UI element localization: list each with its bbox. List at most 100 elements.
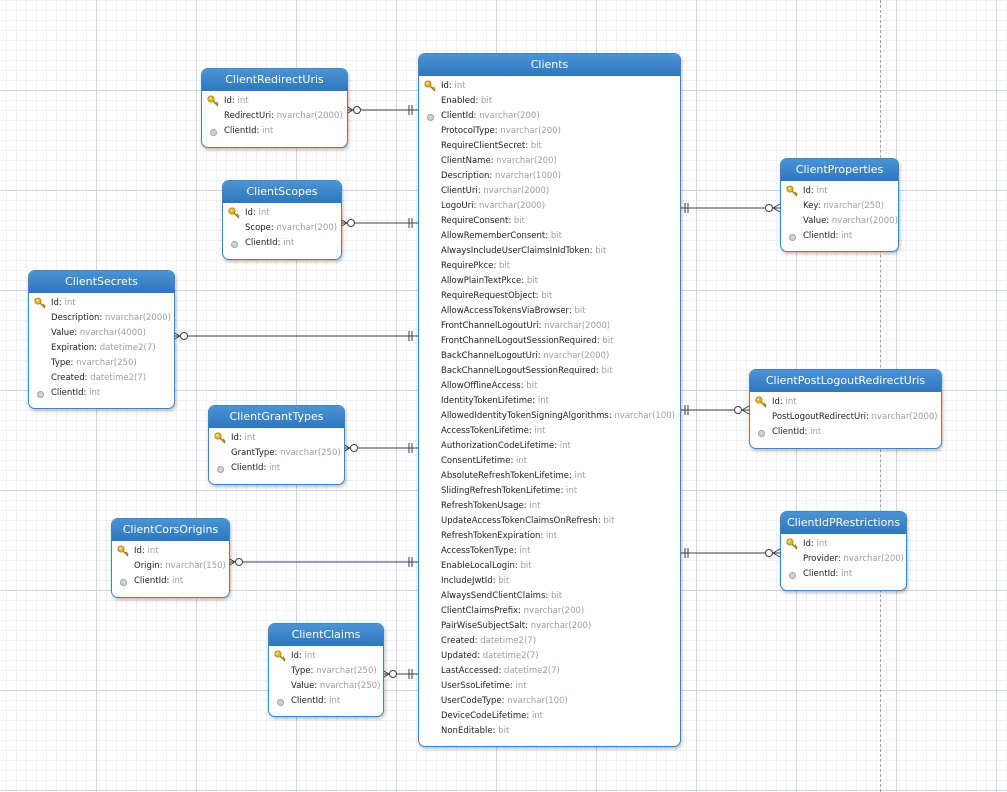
column-row[interactable]: GrantType: nvarchar(250) xyxy=(209,446,344,461)
column-row[interactable]: Scope: nvarchar(200) xyxy=(223,221,341,236)
column-row[interactable]: Id: int xyxy=(781,537,906,552)
column-row[interactable]: RedirectUri: nvarchar(2000) xyxy=(202,109,347,124)
table-title[interactable]: ClientCorsOrigins xyxy=(112,519,229,541)
column-row[interactable]: AccessTokenType: int xyxy=(419,544,680,559)
column-row[interactable]: ClientUri: nvarchar(2000) xyxy=(419,184,680,199)
column-row[interactable]: ClientId: int xyxy=(202,124,347,139)
column-name: AllowRememberConsent xyxy=(441,231,546,241)
column-row[interactable]: PostLogoutRedirectUri: nvarchar(2000) xyxy=(750,410,941,425)
column-row[interactable]: Id: int xyxy=(112,544,229,559)
column-row[interactable]: Description: nvarchar(2000) xyxy=(29,311,174,326)
table-title[interactable]: ClientSecrets xyxy=(29,271,174,293)
column-row[interactable]: AllowedIdentityTokenSigningAlgorithms: n… xyxy=(419,409,680,424)
column-row[interactable]: Value: nvarchar(2000) xyxy=(781,214,898,229)
column-row[interactable]: Id: int xyxy=(209,431,344,446)
column-row[interactable]: Value: nvarchar(4000) xyxy=(29,326,174,341)
column-row[interactable]: AllowAccessTokensViaBrowser: bit xyxy=(419,304,680,319)
column-row[interactable]: AccessTokenLifetime: int xyxy=(419,424,680,439)
column-row[interactable]: Created: datetime2(7) xyxy=(419,634,680,649)
column-row[interactable]: ClientClaimsPrefix: nvarchar(200) xyxy=(419,604,680,619)
column-row[interactable]: Description: nvarchar(1000) xyxy=(419,169,680,184)
column-row[interactable]: AlwaysIncludeUserClaimsInIdToken: bit xyxy=(419,244,680,259)
column-row[interactable]: Provider: nvarchar(200) xyxy=(781,552,906,567)
column-row[interactable]: LastAccessed: datetime2(7) xyxy=(419,664,680,679)
column-row[interactable]: Id: int xyxy=(419,79,680,94)
table-title[interactable]: ClientPostLogoutRedirectUris xyxy=(750,370,941,392)
column-row[interactable]: ClientId: int xyxy=(781,567,906,582)
column-row[interactable]: UpdateAccessTokenClaimsOnRefresh: bit xyxy=(419,514,680,529)
column-row[interactable]: ClientId: int xyxy=(750,425,941,440)
column-row[interactable]: RequireClientSecret: bit xyxy=(419,139,680,154)
column-row[interactable]: ClientId: int xyxy=(112,574,229,589)
column-row[interactable]: RequireConsent: bit xyxy=(419,214,680,229)
column-row[interactable]: Type: nvarchar(250) xyxy=(269,664,383,679)
column-row[interactable]: SlidingRefreshTokenLifetime: int xyxy=(419,484,680,499)
table-title[interactable]: Clients xyxy=(419,54,680,76)
column-row[interactable]: BackChannelLogoutUri: nvarchar(2000) xyxy=(419,349,680,364)
column-row[interactable]: BackChannelLogoutSessionRequired: bit xyxy=(419,364,680,379)
column-row[interactable]: ConsentLifetime: int xyxy=(419,454,680,469)
column-row[interactable]: AllowRememberConsent: bit xyxy=(419,229,680,244)
column-row[interactable]: Updated: datetime2(7) xyxy=(419,649,680,664)
column-row[interactable]: Id: int xyxy=(750,395,941,410)
table-title[interactable]: ClientIdPRestrictions xyxy=(781,512,906,534)
table-title[interactable]: ClientRedirectUris xyxy=(202,69,347,91)
column-row[interactable]: ClientId: int xyxy=(269,694,383,709)
column-row[interactable]: ClientId: int xyxy=(209,461,344,476)
column-row[interactable]: Type: nvarchar(250) xyxy=(29,356,174,371)
column-row[interactable]: Id: int xyxy=(269,649,383,664)
column-row[interactable]: IdentityTokenLifetime: int xyxy=(419,394,680,409)
column-row[interactable]: ClientId: int xyxy=(781,229,898,244)
column-row[interactable]: NonEditable: bit xyxy=(419,724,680,739)
column-separator: : xyxy=(277,238,284,248)
column-row[interactable]: RefreshTokenExpiration: int xyxy=(419,529,680,544)
column-row[interactable]: IncludeJwtId: bit xyxy=(419,574,680,589)
column-row[interactable]: AllowPlainTextPkce: bit xyxy=(419,274,680,289)
column-row[interactable]: EnableLocalLogin: bit xyxy=(419,559,680,574)
column-row[interactable]: RequireRequestObject: bit xyxy=(419,289,680,304)
table-title[interactable]: ClientClaims xyxy=(269,624,383,646)
column-row[interactable]: UserCodeType: nvarchar(100) xyxy=(419,694,680,709)
column-row[interactable]: PairWiseSubjectSalt: nvarchar(200) xyxy=(419,619,680,634)
column-row[interactable]: AbsoluteRefreshTokenLifetime: int xyxy=(419,469,680,484)
table-title[interactable]: ClientScopes xyxy=(223,181,341,203)
column-row[interactable]: FrontChannelLogoutUri: nvarchar(2000) xyxy=(419,319,680,334)
column-row[interactable]: Expiration: datetime2(7) xyxy=(29,341,174,356)
column-row[interactable]: ClientId: int xyxy=(29,386,174,401)
column-row[interactable]: Id: int xyxy=(29,296,174,311)
column-row[interactable]: Key: nvarchar(250) xyxy=(781,199,898,214)
column-row[interactable]: RefreshTokenUsage: int xyxy=(419,499,680,514)
column-row[interactable]: AuthorizationCodeLifetime: int xyxy=(419,439,680,454)
column-row[interactable]: Id: int xyxy=(202,94,347,109)
column-row[interactable]: FrontChannelLogoutSessionRequired: bit xyxy=(419,334,680,349)
column-row[interactable]: ClientId: nvarchar(200) xyxy=(419,109,680,124)
column-row[interactable]: DeviceCodeLifetime: int xyxy=(419,709,680,724)
column-row[interactable]: Id: int xyxy=(781,184,898,199)
column-row[interactable]: UserSsoLifetime: int xyxy=(419,679,680,694)
column-row[interactable]: ClientId: int xyxy=(223,236,341,251)
column-row[interactable]: AlwaysSendClientClaims: bit xyxy=(419,589,680,604)
table-title[interactable]: ClientProperties xyxy=(781,159,898,181)
column-row[interactable]: Value: nvarchar(250) xyxy=(269,679,383,694)
column-row[interactable]: Origin: nvarchar(150) xyxy=(112,559,229,574)
column-row[interactable]: AllowOfflineAccess: bit xyxy=(419,379,680,394)
column-row[interactable]: Enabled: bit xyxy=(419,94,680,109)
column-row[interactable]: LogoUri: nvarchar(2000) xyxy=(419,199,680,214)
column-row[interactable]: ProtocolType: nvarchar(200) xyxy=(419,124,680,139)
column-row[interactable]: ClientName: nvarchar(200) xyxy=(419,154,680,169)
column-row[interactable]: RequirePkce: bit xyxy=(419,259,680,274)
table-title[interactable]: ClientGrantTypes xyxy=(209,406,344,428)
column-row[interactable]: Created: datetime2(7) xyxy=(29,371,174,386)
column-row[interactable]: Id: int xyxy=(223,206,341,221)
